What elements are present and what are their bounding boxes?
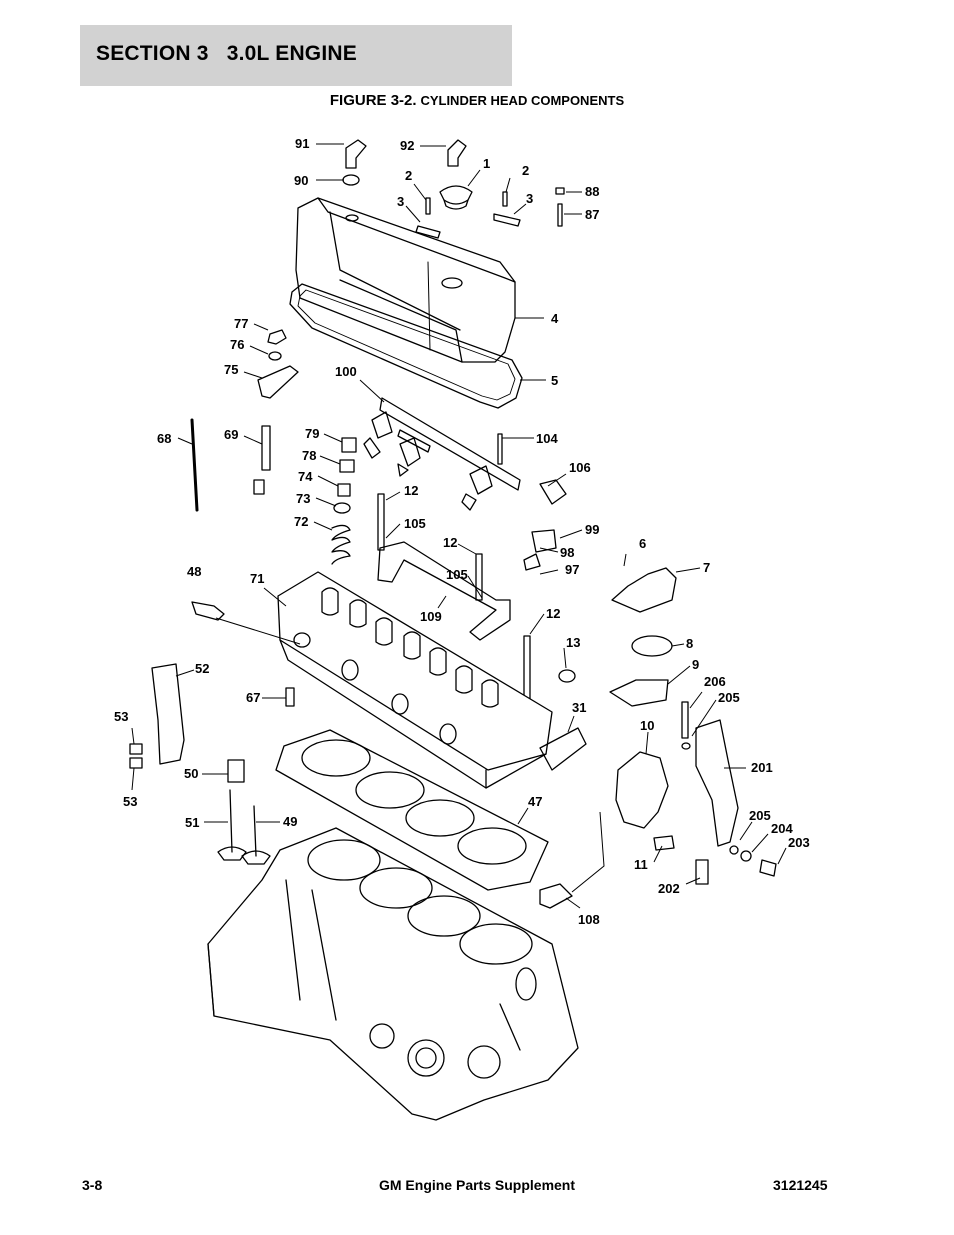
callout-label: 205	[718, 690, 740, 705]
rocker-arm	[257, 365, 299, 399]
callout-label: 13	[566, 635, 580, 650]
callout-label: 8	[686, 636, 693, 651]
head-gasket	[275, 729, 549, 891]
callout-label: 2	[522, 163, 529, 178]
document-number: 3121245	[773, 1177, 828, 1193]
fuel-rail-bracket	[377, 541, 511, 641]
callout-label: 4	[551, 311, 559, 326]
callout-label: 3	[526, 191, 533, 206]
footer-title: GM Engine Parts Supplement	[378, 1177, 576, 1193]
fuel-rail	[379, 397, 521, 491]
callout-label: 87	[585, 207, 599, 222]
thermostat-housing	[615, 751, 669, 829]
callout-label: 50	[184, 766, 198, 781]
callout-label: 201	[751, 760, 773, 775]
pcv-elbow	[447, 139, 467, 167]
valve-spring	[331, 524, 351, 565]
callout-label: 203	[788, 835, 810, 850]
callout-label: 76	[230, 337, 244, 352]
callout-label: 78	[302, 448, 316, 463]
callout-label: 109	[420, 609, 442, 624]
callout-label: 77	[234, 316, 248, 331]
callout-label: 92	[400, 138, 414, 153]
callout-label: 12	[404, 483, 418, 498]
figure-caption: FIGURE 3-2. CYLINDER HEAD COMPONENTS	[0, 92, 954, 109]
callout-label: 48	[187, 564, 201, 579]
engine-block	[207, 827, 579, 1121]
callout-label: 9	[692, 657, 699, 672]
section-header-band: SECTION 3 3.0L ENGINE	[80, 25, 512, 86]
callout-label: 7	[703, 560, 710, 575]
valve-cover	[295, 197, 516, 363]
callout-label: 108	[578, 912, 600, 927]
callout-label: 47	[528, 794, 542, 809]
callout-label: 91	[295, 136, 309, 151]
alternator-bracket	[695, 719, 739, 847]
callout-label: 68	[157, 431, 171, 446]
callout-label: 99	[585, 522, 599, 537]
callout-label: 53	[123, 794, 137, 809]
figure-number: FIGURE 3-2.	[329, 92, 417, 109]
callout-label: 67	[246, 690, 260, 705]
callout-label: 31	[572, 700, 586, 715]
page-number: 3-8	[82, 1177, 103, 1193]
section-title: SECTION 3 3.0L ENGINE	[96, 42, 357, 65]
valve-stem-seal	[227, 759, 245, 783]
callout-label: 75	[224, 362, 238, 377]
callout-label: 51	[185, 815, 199, 830]
callout-label: 88	[585, 184, 599, 199]
callout-label: 90	[294, 173, 308, 188]
callout-label: 12	[443, 535, 457, 550]
callout-label: 98	[560, 545, 574, 560]
callout-label: 74	[298, 469, 313, 484]
thermostat-housing-cover	[611, 567, 677, 613]
callout-label: 97	[565, 562, 579, 577]
cylinder-head	[277, 571, 553, 789]
callout-label: 10	[640, 718, 654, 733]
callout-label: 12	[546, 606, 560, 621]
callout-label: 49	[283, 814, 297, 829]
figure-title: CYLINDER HEAD COMPONENTS	[420, 93, 625, 108]
callout-label: 105	[446, 567, 468, 582]
valve-cover-gasket	[289, 283, 523, 409]
callout-label: 69	[224, 427, 238, 442]
callout-label: 73	[296, 491, 310, 506]
callout-label: 104	[536, 431, 558, 446]
callout-label: 106	[569, 460, 591, 475]
callout-label: 204	[771, 821, 793, 836]
callout-label: 202	[658, 881, 680, 896]
callout-label: 205	[749, 808, 771, 823]
callout-label: 1	[483, 156, 490, 171]
callout-label: 2	[405, 168, 412, 183]
callout-labels: 91 92 1 2 2 3 3 88 87 90 4 5 77 76 75 10…	[114, 136, 810, 927]
callout-label: 79	[305, 426, 319, 441]
callout-label: 6	[639, 536, 646, 551]
callout-label: 72	[294, 514, 308, 529]
callout-label: 3	[397, 194, 404, 209]
callout-label: 52	[195, 661, 209, 676]
breather-elbow	[345, 139, 367, 169]
callout-label: 105	[404, 516, 426, 531]
callout-label: 71	[250, 571, 264, 586]
callout-label: 100	[335, 364, 357, 379]
callout-label: 5	[551, 373, 558, 388]
lifting-bracket	[151, 663, 185, 765]
callout-label: 11	[634, 857, 648, 872]
callout-label: 206	[704, 674, 726, 689]
spark-plug	[191, 601, 225, 621]
callout-label: 53	[114, 709, 128, 724]
